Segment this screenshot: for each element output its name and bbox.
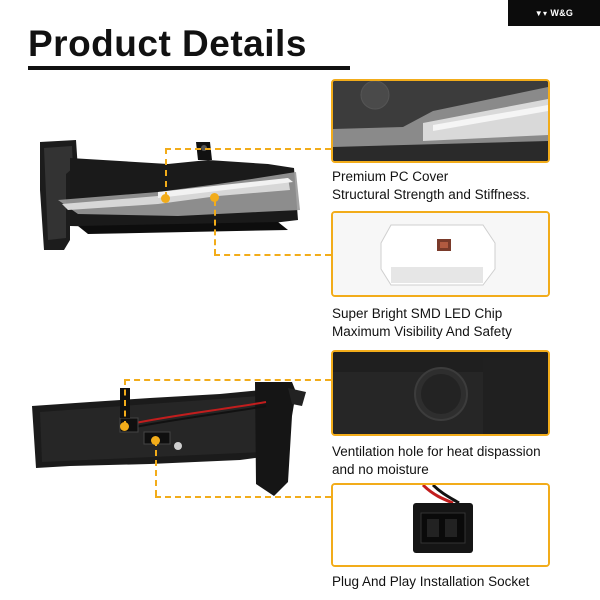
leader-line-4-drop bbox=[155, 440, 157, 496]
pointer-dot-3 bbox=[120, 422, 129, 431]
feature-4-line-1: Plug And Play Installation Socket bbox=[332, 574, 530, 589]
leader-line-2-drop bbox=[214, 200, 216, 255]
feature-caption-1: Premium PC Cover Structural Strength and… bbox=[332, 168, 530, 204]
leader-line-3-drop bbox=[124, 379, 126, 427]
feature-3-line-1: Ventilation hole for heat dispassion bbox=[332, 444, 541, 459]
leader-line-4 bbox=[155, 496, 331, 498]
feature-caption-2: Super Bright SMD LED Chip Maximum Visibi… bbox=[332, 305, 512, 341]
brand-badge: ▼▾ W&G bbox=[508, 0, 600, 26]
leader-line-1 bbox=[165, 148, 331, 150]
leader-line-1-drop bbox=[165, 148, 167, 198]
mirror-indicator-image bbox=[40, 140, 300, 250]
feature-1-line-2: Structural Strength and Stiffness. bbox=[332, 187, 530, 202]
plug-socket-image bbox=[331, 483, 550, 567]
feature-1-line-1: Premium PC Cover bbox=[332, 169, 449, 184]
led-chip-image bbox=[331, 211, 550, 297]
ventilation-hole-image bbox=[331, 350, 550, 436]
brand-name: W&G bbox=[550, 8, 574, 18]
pointer-dot-1 bbox=[161, 194, 170, 203]
pointer-dot-2 bbox=[210, 193, 219, 202]
feature-caption-4: Plug And Play Installation Socket bbox=[332, 573, 529, 591]
page-title: Product Details bbox=[28, 23, 307, 64]
pc-cover-detail-image bbox=[331, 79, 550, 163]
leader-line-3 bbox=[124, 379, 331, 381]
brand-logo-icon: ▼▾ bbox=[534, 8, 548, 18]
pointer-dot-4 bbox=[151, 436, 160, 445]
feature-2-line-1: Super Bright SMD LED Chip bbox=[332, 306, 503, 321]
feature-3-line-2: and no moisture bbox=[332, 462, 429, 477]
mirror-rear-image bbox=[32, 382, 306, 496]
leader-line-2 bbox=[214, 254, 331, 256]
feature-caption-3: Ventilation hole for heat dispassion and… bbox=[332, 443, 541, 479]
feature-2-line-2: Maximum Visibility And Safety bbox=[332, 324, 512, 339]
title-underline bbox=[28, 66, 350, 70]
